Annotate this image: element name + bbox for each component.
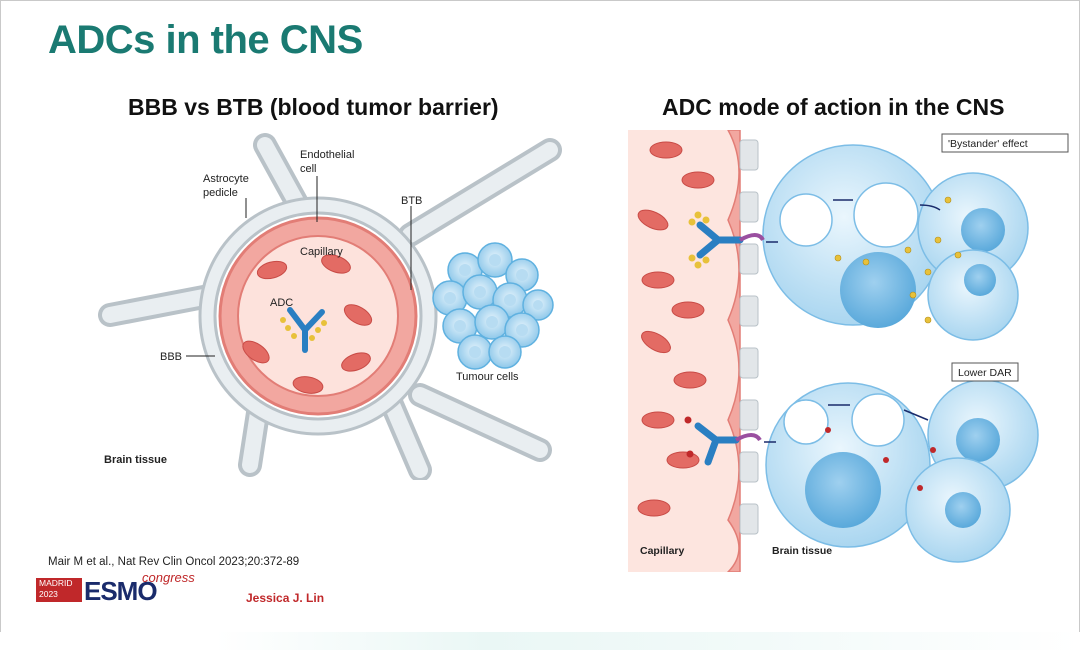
- label-tumour-cells: Tumour cells: [456, 371, 519, 383]
- label-capillary-right: Capillary: [640, 545, 685, 557]
- adc-antibody-top-icon: [696, 221, 744, 259]
- bystander-effect-box: [941, 133, 1069, 153]
- red-blood-cells: [242, 254, 373, 394]
- left-panel-title: BBB vs BTB (blood tumor barrier): [128, 94, 499, 120]
- label-endothelial-line2: cell: [300, 163, 317, 175]
- presenter-name: Jessica J. Lin: [246, 591, 325, 605]
- logo-brand: ESMO: [84, 576, 158, 606]
- label-bbb: BBB: [160, 351, 182, 363]
- label-astrocyte-line2: pedicle: [203, 187, 238, 199]
- label-bystander-effect: 'Bystander' effect: [948, 138, 1028, 150]
- label-adc: ADC: [270, 297, 293, 309]
- adc-mode-of-action-diagram: 'Bystander' effect Lower DAR Capillary B…: [628, 130, 1069, 572]
- label-capillary: Capillary: [300, 246, 343, 258]
- label-astrocyte-line1: Astrocyte: [203, 173, 249, 185]
- adc-antibody-bottom-icon: [694, 422, 740, 466]
- slide-title: ADCs in the CNS: [48, 18, 363, 62]
- lower-dar-box: [951, 362, 1019, 382]
- label-btb: BTB: [401, 195, 422, 207]
- right-panel-title: ADC mode of action in the CNS: [662, 94, 1005, 120]
- bbb-btb-diagram: Endothelial cell Astrocyte pedicle BTB C…: [98, 133, 562, 480]
- label-brain-tissue-right: Brain tissue: [772, 545, 832, 557]
- tight-junctions: [739, 139, 759, 535]
- label-endothelial-line1: Endothelial: [300, 149, 354, 161]
- rbcs-right: [637, 141, 715, 517]
- esmo-congress-logo: MADRID 2023 ESMO congress: [36, 570, 206, 606]
- logo-city-line1: MADRID: [39, 578, 73, 588]
- bystander-cell-2: [927, 249, 1019, 341]
- logo-suffix: congress: [142, 570, 195, 585]
- citation: Mair M et al., Nat Rev Clin Oncol 2023;2…: [48, 556, 300, 568]
- capillary-strip: [628, 130, 740, 572]
- label-lower-dar: Lower DAR: [958, 367, 1012, 379]
- logo-city-line2: 2023: [39, 589, 58, 599]
- adc-antibody-icon: [287, 307, 325, 353]
- label-brain-tissue: Brain tissue: [104, 454, 167, 466]
- logo-city-badge: MADRID 2023: [36, 578, 82, 602]
- footer-band: [0, 632, 1080, 650]
